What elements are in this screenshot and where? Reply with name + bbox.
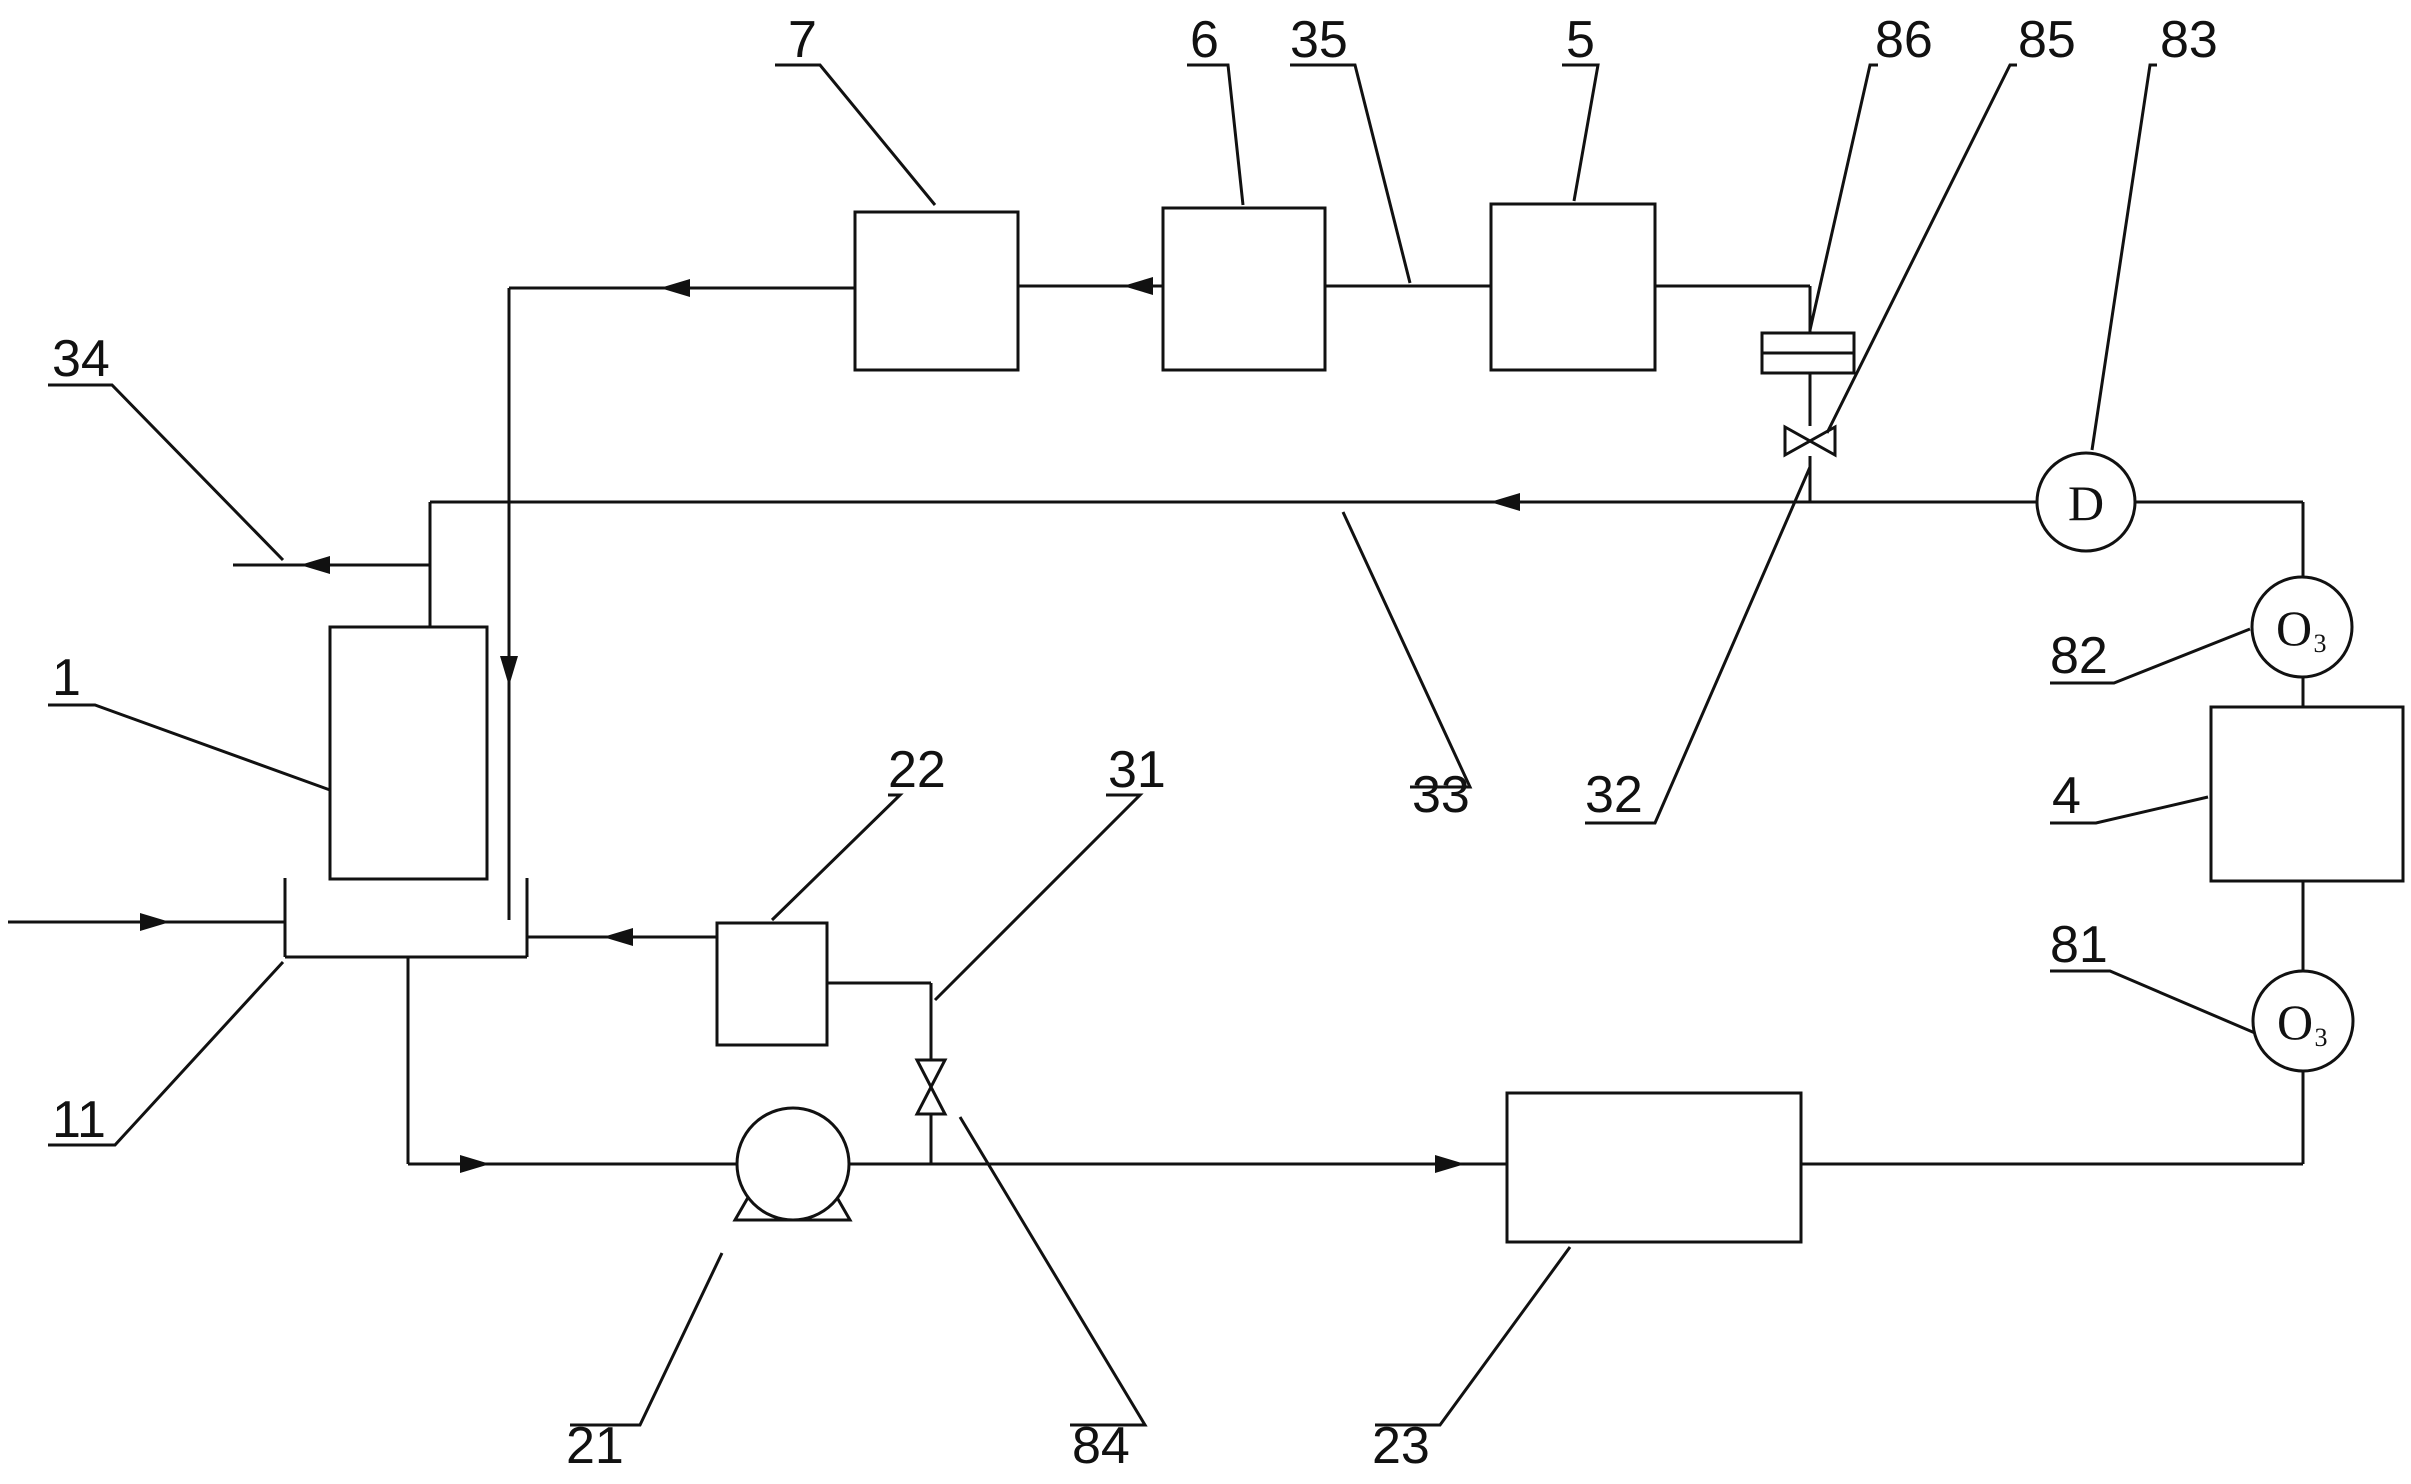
leader-22 <box>770 793 904 922</box>
component-1-tank <box>328 625 489 881</box>
reference-labels: 7 6 35 5 86 85 83 34 1 11 82 4 81 22 31 … <box>52 11 2218 1475</box>
label-1: 1 <box>52 649 81 707</box>
label-7: 7 <box>788 11 817 69</box>
arrow-right-inlet <box>140 913 170 931</box>
ozone-sensor-81-icon: O 3 <box>2251 969 2355 1073</box>
label-33: 33 <box>1412 766 1470 824</box>
inlet-trough-11 <box>283 878 529 959</box>
leader-84 <box>958 1116 1148 1427</box>
ozone-sensor-82-icon: O 3 <box>2250 575 2354 679</box>
component-23-box <box>1505 1091 1803 1244</box>
arrow-left-line-33 <box>1490 493 1520 511</box>
leader-5 <box>1562 63 1600 202</box>
leader-32 <box>1585 466 1812 825</box>
arrow-left-6-to-7 <box>1123 277 1153 295</box>
label-35: 35 <box>1290 11 1348 69</box>
leader-11 <box>48 960 285 1147</box>
ozone-82-symbol: O <box>2276 600 2312 656</box>
label-34: 34 <box>52 330 110 388</box>
leader-83 <box>2090 63 2157 451</box>
ozone-81-symbol: O <box>2277 994 2313 1050</box>
arrow-right-to-pump <box>460 1155 490 1173</box>
label-22: 22 <box>888 741 946 799</box>
label-82: 82 <box>2050 627 2108 685</box>
ozone-82-subscript: 3 <box>2314 629 2327 658</box>
component-5-box <box>1489 202 1657 372</box>
leader-21 <box>570 1252 724 1427</box>
leader-82 <box>2050 627 2251 685</box>
leader-7 <box>775 63 937 206</box>
arrow-down-to-trough <box>500 656 518 686</box>
arrow-left-7-return <box>660 279 690 297</box>
valve-84-icon <box>914 1058 948 1116</box>
label-86: 86 <box>1875 11 1933 69</box>
label-32: 32 <box>1585 766 1643 824</box>
leader-6 <box>1187 63 1245 206</box>
label-31: 31 <box>1108 741 1166 799</box>
detector-symbol: D <box>2068 475 2104 531</box>
component-6-box <box>1161 206 1327 372</box>
label-81: 81 <box>2050 916 2108 974</box>
label-85: 85 <box>2018 11 2076 69</box>
label-83: 83 <box>2160 11 2218 69</box>
label-84: 84 <box>1072 1417 1130 1475</box>
label-11: 11 <box>52 1091 106 1149</box>
leader-35 <box>1290 63 1412 284</box>
flow-meter-86-icon <box>1760 331 1856 375</box>
flow-arrows <box>140 277 1520 1173</box>
leader-lines <box>48 63 2256 1427</box>
label-23: 23 <box>1372 1417 1430 1475</box>
leader-4 <box>2050 795 2209 825</box>
label-6: 6 <box>1190 11 1219 69</box>
leader-81 <box>2050 969 2256 1035</box>
label-21: 21 <box>566 1417 624 1475</box>
arrow-right-to-23 <box>1435 1155 1465 1173</box>
arrow-left-return-22 <box>603 928 633 946</box>
leader-1 <box>48 703 331 792</box>
leader-34 <box>48 383 285 562</box>
leader-85 <box>1825 63 2017 434</box>
pump-21-icon <box>732 1106 853 1222</box>
label-5: 5 <box>1566 11 1595 69</box>
detector-d-icon: D <box>2035 451 2137 553</box>
component-4-box <box>2209 705 2405 883</box>
leader-33 <box>1341 511 1473 789</box>
component-7-box <box>853 210 1020 372</box>
leader-86 <box>1808 63 1878 331</box>
ozone-81-subscript: 3 <box>2315 1023 2328 1052</box>
leader-23 <box>1375 1246 1572 1427</box>
leader-31 <box>933 793 1144 1002</box>
component-22-box <box>715 921 829 1047</box>
label-4: 4 <box>2052 767 2081 825</box>
arrow-left-vent-34 <box>300 556 330 574</box>
